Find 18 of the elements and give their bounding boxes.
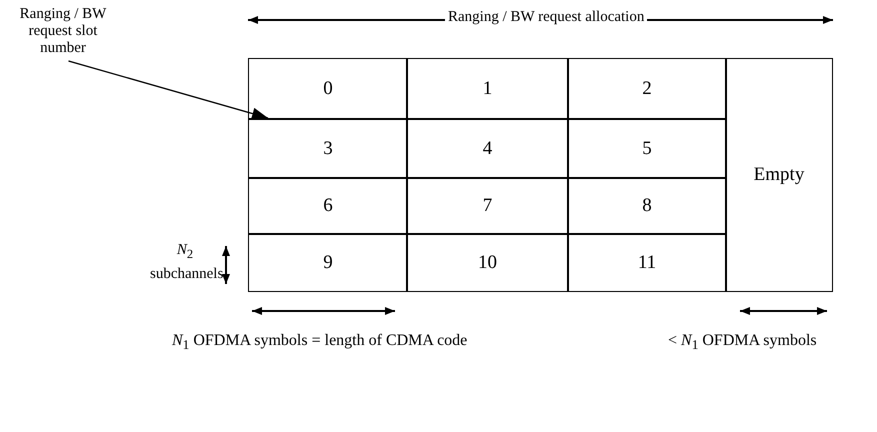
table-cell: 10	[406, 233, 569, 292]
dimension-label: < N$_{1}$ OFDMA symbols	[668, 332, 817, 354]
dimension-label: N$_{1}$ OFDMA symbols = length of CDMA code	[172, 332, 468, 354]
leader-arrow	[68, 60, 268, 120]
table-cell: Empty	[725, 58, 833, 292]
dimension-label: Ranging / BW request allocation	[445, 9, 648, 26]
table-cell: 9	[248, 233, 408, 292]
table-cell: 5	[567, 118, 727, 179]
table-cell: 0	[248, 58, 408, 120]
table-cell: 2	[567, 58, 727, 120]
table-cell: 11	[567, 233, 727, 292]
table-cell: 1	[406, 58, 569, 120]
table-cell: 8	[567, 177, 727, 235]
table-cell: 7	[406, 177, 569, 235]
callout-text: Ranging / BW request slot number	[8, 6, 118, 57]
table-cell: 3	[248, 118, 408, 179]
table-cell: 6	[248, 177, 408, 235]
table-cell: 4	[406, 118, 569, 179]
